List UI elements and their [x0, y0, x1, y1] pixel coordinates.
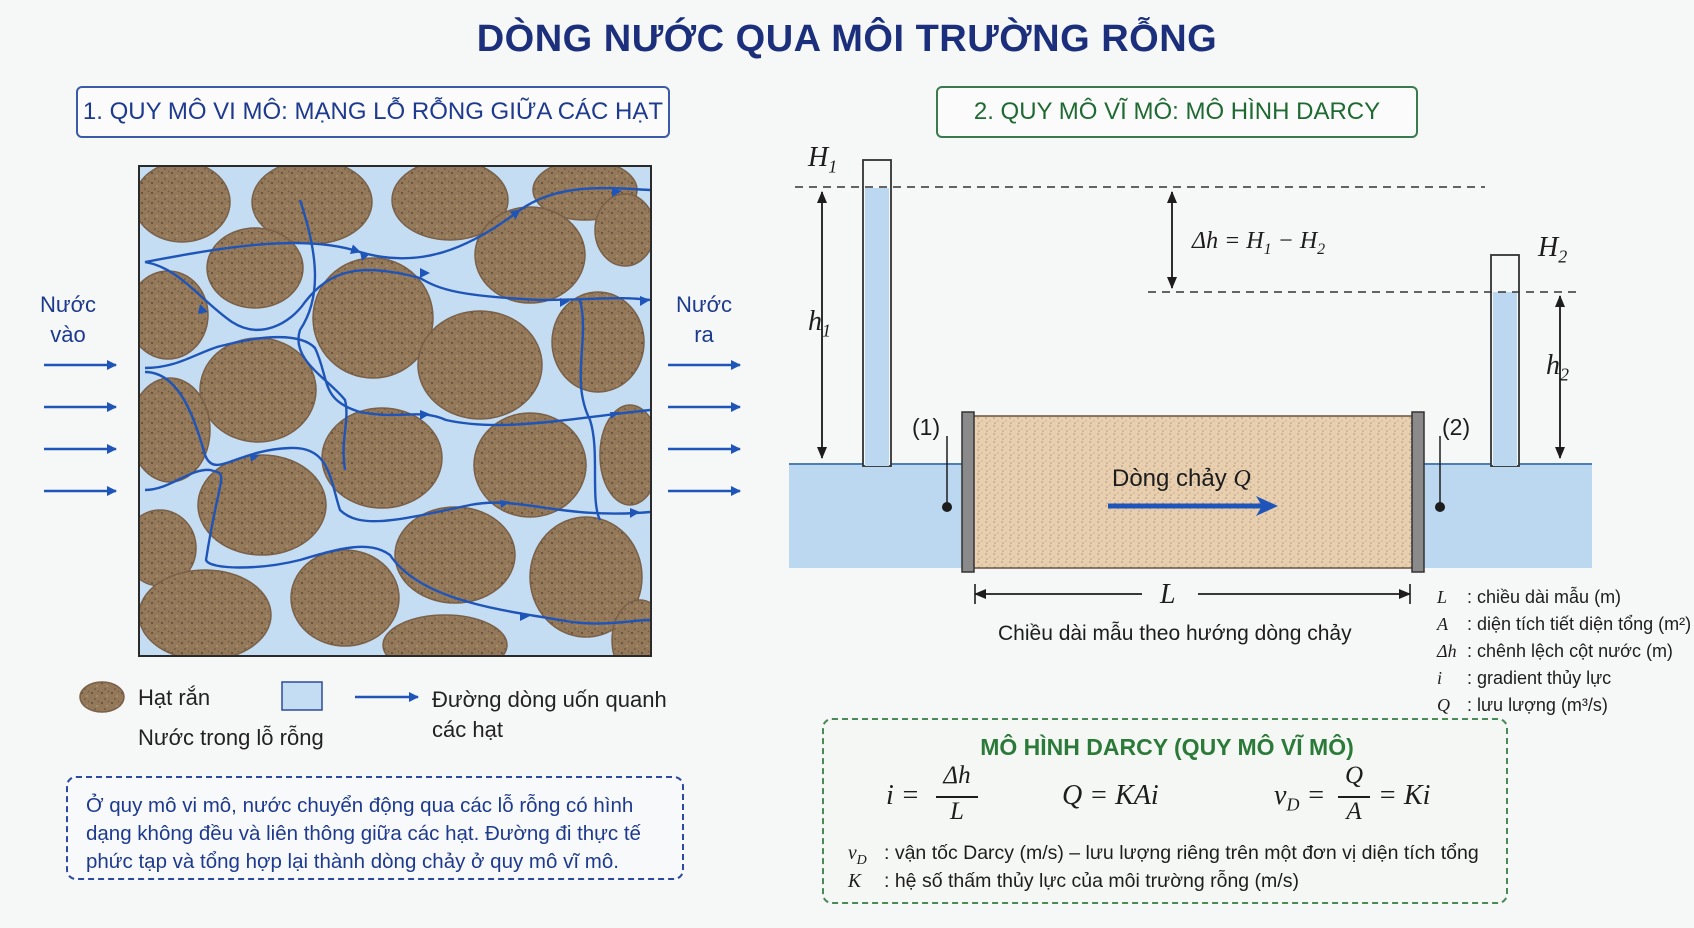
definition-i: i: gradient thủy lực	[1437, 668, 1612, 688]
right-reservoir	[1420, 464, 1592, 568]
streamline	[578, 299, 602, 521]
darcy-model-box: MÔ HÌNH DARCY (QUY MÔ VĨ MÔ)	[822, 718, 1508, 904]
legend-grain-label: Hạt rắn	[138, 685, 211, 710]
legend-water-icon	[281, 681, 323, 711]
gradient-formula-denominator: L	[950, 798, 964, 825]
darcy-model-title: MÔ HÌNH DARCY (QUY MÔ VĨ MÔ)	[980, 734, 1354, 760]
grain	[290, 549, 400, 647]
left-reservoir	[789, 464, 965, 568]
grain	[551, 291, 645, 393]
definition-delta-h: Δh: chênh lệch cột nước (m)	[1437, 641, 1673, 661]
left-end-plate	[961, 411, 975, 573]
length-symbol: L	[1160, 579, 1176, 610]
grain	[394, 506, 516, 604]
outflow-label: Nước ra	[675, 292, 733, 347]
grain	[139, 270, 209, 360]
grain	[382, 614, 508, 656]
h1-label: h1	[808, 306, 831, 341]
grain	[611, 599, 651, 656]
left-piezometer	[862, 159, 892, 467]
flow-label: Dòng chảy Q	[1112, 465, 1251, 492]
length-caption: Chiều dài mẫu theo hướng dòng chảy	[998, 622, 1352, 645]
grain	[474, 206, 586, 304]
legend-grain-icon	[79, 681, 125, 713]
grain	[199, 337, 317, 443]
right-piezometer	[1490, 254, 1520, 467]
micro-scale-note: Ở quy mô vi mô, nước chuyển động qua các…	[66, 776, 684, 880]
symbol-definitions: L: chiều dài mẫu (m) A: diện tích tiết d…	[1437, 584, 1691, 719]
grain	[599, 404, 651, 506]
darcy-velocity-lhs: vD =	[1274, 780, 1326, 815]
gradient-fraction-bar	[936, 796, 978, 798]
streamline	[144, 468, 651, 625]
grain	[197, 454, 327, 556]
grain	[529, 516, 643, 638]
grain	[139, 569, 272, 656]
gradient-formula-lhs: i =	[886, 780, 920, 811]
point2-label: (2)	[1442, 414, 1471, 440]
point2-marker	[1435, 502, 1445, 512]
inflow-label: Nước vào	[39, 292, 97, 347]
gradient-formula-numerator: Δh	[943, 762, 971, 789]
grain	[139, 377, 211, 483]
grain	[532, 166, 638, 221]
vd-definition: vD: vận tốc Darcy (m/s) – lưu lượng riên…	[848, 842, 1479, 868]
section2-heading: 2. QUY MÔ VĨ MÔ: MÔ HÌNH DARCY	[936, 86, 1418, 138]
darcy-velocity-rhs: = Ki	[1378, 780, 1431, 811]
darcy-velocity-fraction-bar	[1338, 796, 1370, 798]
darcy-velocity-denominator: A	[1346, 798, 1362, 825]
grain	[473, 412, 587, 518]
delta-h-equation: Δh = H1 − H2	[1192, 228, 1326, 258]
page-title: DÒNG NƯỚC QUA MÔI TRƯỜNG RỖNG	[476, 18, 1218, 60]
definition-Q: Q: lưu lượng (m³/s)	[1437, 695, 1608, 715]
legend-water-label: Nước trong lỗ rỗng	[138, 725, 324, 750]
grain	[321, 407, 443, 509]
streamline	[297, 199, 348, 471]
k-definition: K: hệ số thấm thủy lực của môi trường rỗ…	[848, 870, 1299, 892]
grain	[206, 227, 304, 309]
grain	[417, 310, 543, 420]
grain	[594, 193, 651, 267]
inflow-arrows	[44, 360, 117, 496]
point1-label: (1)	[912, 414, 941, 440]
point1-marker	[942, 502, 952, 512]
pore-water-area	[139, 166, 651, 656]
grain	[312, 257, 434, 379]
definition-A: A: diện tích tiết diện tổng (m²)	[1437, 614, 1692, 634]
grain	[391, 166, 509, 241]
h2-label: h2	[1546, 350, 1569, 385]
darcy-velocity-numerator: Q	[1344, 762, 1364, 789]
right-end-plate	[1411, 411, 1425, 573]
darcy-law-formula: Q = KAi	[1062, 780, 1159, 811]
H1-label: H1	[808, 142, 838, 177]
streamline	[144, 335, 651, 427]
legend-streamline-label: Đường dòng uốn quanh các hạt	[432, 687, 667, 742]
grain	[139, 166, 231, 243]
streamline	[144, 260, 651, 331]
grain	[139, 509, 197, 587]
definition-L: L: chiều dài mẫu (m)	[1437, 587, 1622, 607]
streamline	[144, 186, 651, 264]
grain	[251, 166, 373, 245]
H2-label: H2	[1538, 232, 1568, 267]
section1-heading: 1. QUY MÔ VI MÔ: MẠNG LỖ RỖNG GIỮA CÁC H…	[76, 86, 670, 138]
outflow-arrows	[668, 360, 741, 496]
streamline	[144, 370, 651, 523]
